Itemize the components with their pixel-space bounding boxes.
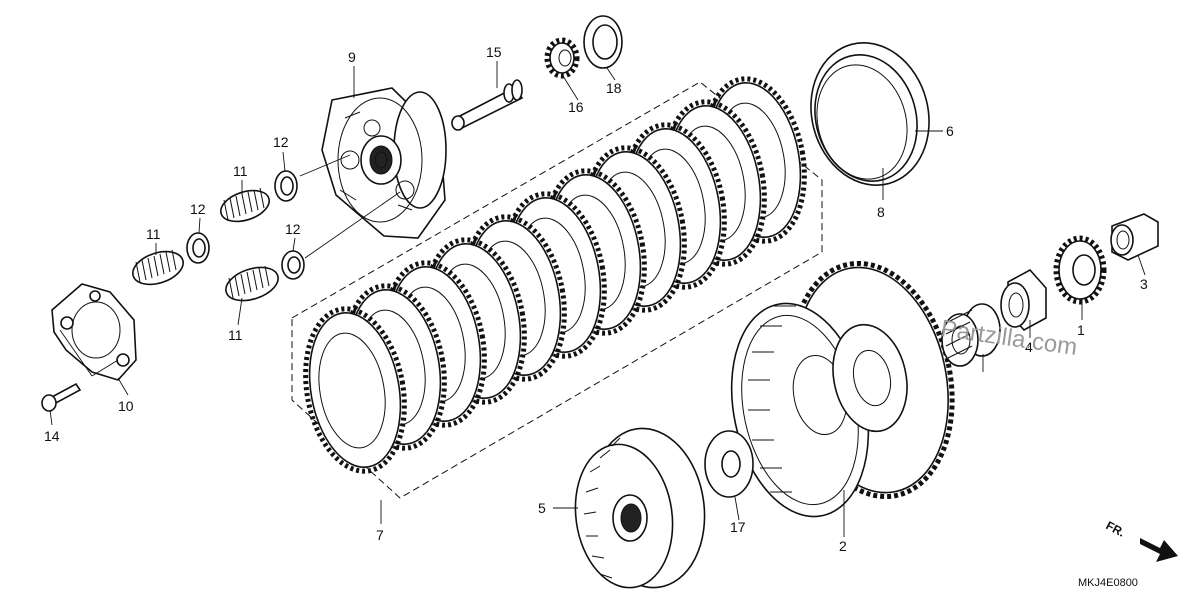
clutch-spring-left [132,249,184,286]
callout-11-lower: 11 [228,327,243,343]
diagram-code: MKJ4E0800 [1078,577,1138,589]
pressure-plate [321,87,447,239]
flange-bolt [41,382,82,412]
callout-17: 18 [606,80,622,96]
callout-11-upper: 11 [233,163,248,179]
callout-12-lower: 12 [285,221,301,237]
front-arrow-icon [1140,538,1178,562]
callout-labels: 9 15 16 18 6 8 3 1 4 2 17 5 7 10 14 11 1… [44,44,1148,554]
front-direction-indicator: FR. [1104,518,1178,562]
clutch-spring-lower [225,265,279,302]
judder-spring-ring [810,42,930,186]
lifter-plate [51,283,137,381]
lock-nut [544,37,580,79]
callout-10: 10 [118,398,134,414]
leader-lines [49,61,1146,537]
clutch-spring-upper [220,187,270,223]
friction-disc [303,306,407,474]
needle-bearing [941,303,1001,367]
washer-12-lower [281,250,305,280]
washer-12-left [186,232,210,264]
callout-11-left: 11 [146,226,161,242]
callout-12-upper: 12 [273,134,289,150]
callout-16: 17 [730,519,746,535]
callout-15: 16 [568,99,584,115]
clutch-plate-group-outline [291,81,823,499]
callout-12-left: 12 [190,201,206,217]
lifter-rod [451,79,524,131]
callout-6: 6 [946,123,954,139]
front-label: FR. [1104,518,1128,539]
callout-13: 15 [486,44,502,60]
collar-3 [1110,213,1159,261]
washer-12-upper [274,170,298,202]
callout-5: 5 [538,500,546,516]
callout-1: 1 [1077,322,1085,338]
thrust-washer-16 [704,430,754,498]
callout-4: 4 [1025,339,1033,355]
callout-3: 3 [1140,276,1148,292]
clutch-center [574,427,706,589]
callout-7: 7 [376,527,384,543]
oil-pump-drive-sprocket [1053,235,1107,305]
callout-14: 14 [44,428,60,444]
callout-2: 2 [839,538,847,554]
callout-8: 8 [877,204,885,220]
collar-4 [1000,268,1047,332]
washer-17 [583,15,623,69]
clutch-outer [730,260,955,518]
clutch-plates [303,76,807,474]
callout-9: 9 [348,49,356,65]
